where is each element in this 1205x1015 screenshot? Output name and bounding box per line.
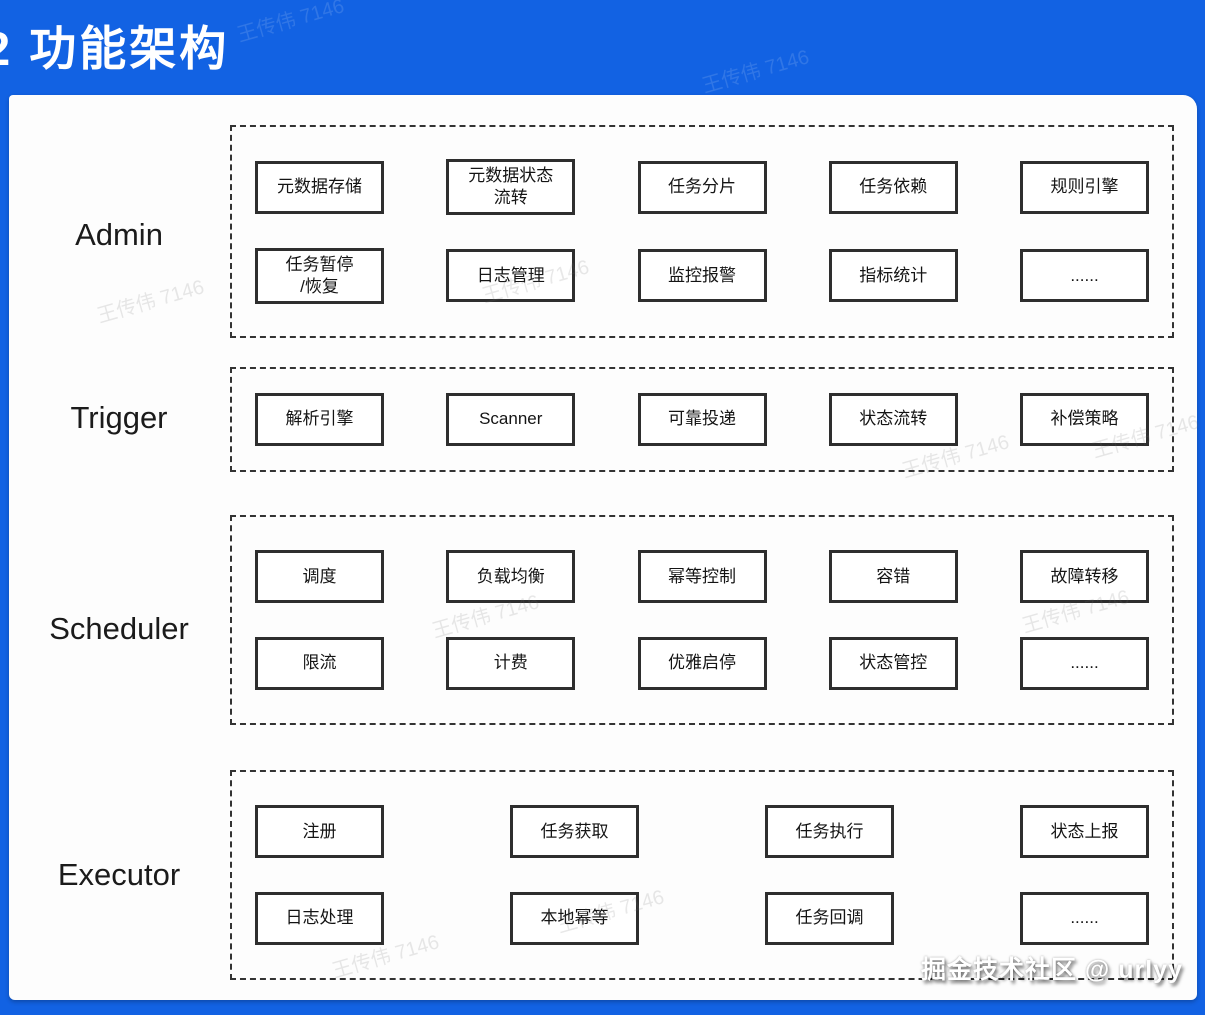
section-boxes-executor: 注册 任务获取 任务执行 状态上报日志处理 本地幂等 任务回调......: [230, 770, 1174, 980]
box-row: 调度 负载均衡 幂等控制 容错 故障转移: [232, 550, 1172, 604]
feature-box: 计费: [446, 636, 576, 690]
feature-box: 元数据状态 流转: [446, 159, 576, 216]
feature-box: 注册: [255, 805, 384, 859]
feature-box: 可靠投递: [637, 393, 767, 446]
section-label-scheduler: Scheduler: [49, 611, 189, 646]
feature-box: 日志管理: [446, 249, 576, 303]
feature-box: 任务暂停 /恢复: [255, 247, 384, 304]
feature-box: 状态上报: [1020, 805, 1149, 859]
feature-box: 补偿策略: [1020, 393, 1149, 446]
box-row: 元数据存储 元数据状态 流转 任务分片 任务依赖 规则引擎: [232, 159, 1172, 216]
feature-box: 调度: [255, 550, 384, 604]
section-label-admin: Admin: [75, 217, 163, 252]
feature-box: 解析引擎: [255, 393, 384, 446]
community-credit-watermark: 掘金技术社区 @ urlyy: [920, 956, 1183, 984]
feature-box: 优雅启停: [637, 636, 767, 690]
feature-box: Scanner: [446, 393, 576, 446]
feature-box: 任务回调: [765, 891, 894, 945]
feature-box: 幂等控制: [637, 550, 767, 604]
feature-box: 指标统计: [828, 249, 958, 303]
feature-box: ......: [1020, 249, 1149, 303]
feature-box: 任务执行: [765, 805, 894, 859]
diagonal-watermark: 王传伟 7146: [699, 46, 812, 98]
feature-box: 状态管控: [828, 636, 958, 690]
feature-box: 监控报警: [637, 249, 767, 303]
diagonal-watermark: 王传伟 7146: [234, 0, 347, 47]
box-row: 注册 任务获取 任务执行 状态上报: [232, 805, 1172, 859]
section-boxes-admin: 元数据存储 元数据状态 流转 任务分片 任务依赖 规则引擎任务暂停 /恢复 日志管理 监控报…: [230, 125, 1174, 338]
feature-box: 日志处理: [255, 891, 384, 945]
feature-box: 本地幂等: [510, 891, 639, 945]
feature-box: 负载均衡: [446, 550, 576, 604]
section-boxes-trigger: 解析引擎 Scanner 可靠投递 状态流转 补偿策略: [230, 367, 1174, 472]
feature-box: 故障转移: [1020, 550, 1149, 604]
feature-box: 任务分片: [637, 160, 767, 214]
page-title: 2 功能架构: [0, 22, 230, 75]
box-row: 限流 计费 优雅启停 状态管控......: [232, 636, 1172, 690]
section-label-trigger: Trigger: [70, 400, 168, 435]
feature-box: 容错: [828, 550, 958, 604]
feature-box: 规则引擎: [1020, 160, 1149, 214]
box-row: 日志处理 本地幂等 任务回调......: [232, 891, 1172, 945]
feature-box: 任务获取: [510, 805, 639, 859]
section-boxes-scheduler: 调度 负载均衡 幂等控制 容错 故障转移限流 计费 优雅启停 状态管控......: [230, 515, 1174, 725]
feature-box: 元数据存储: [255, 160, 384, 214]
feature-box: 状态流转: [828, 393, 958, 446]
box-row: 任务暂停 /恢复 日志管理 监控报警 指标统计......: [232, 247, 1172, 304]
section-label-executor: Executor: [57, 857, 181, 892]
feature-box: ......: [1020, 891, 1149, 945]
box-row: 解析引擎 Scanner 可靠投递 状态流转 补偿策略: [232, 393, 1172, 446]
feature-box: 任务依赖: [828, 160, 958, 214]
feature-box: 限流: [255, 636, 384, 690]
feature-box: ......: [1020, 636, 1149, 690]
